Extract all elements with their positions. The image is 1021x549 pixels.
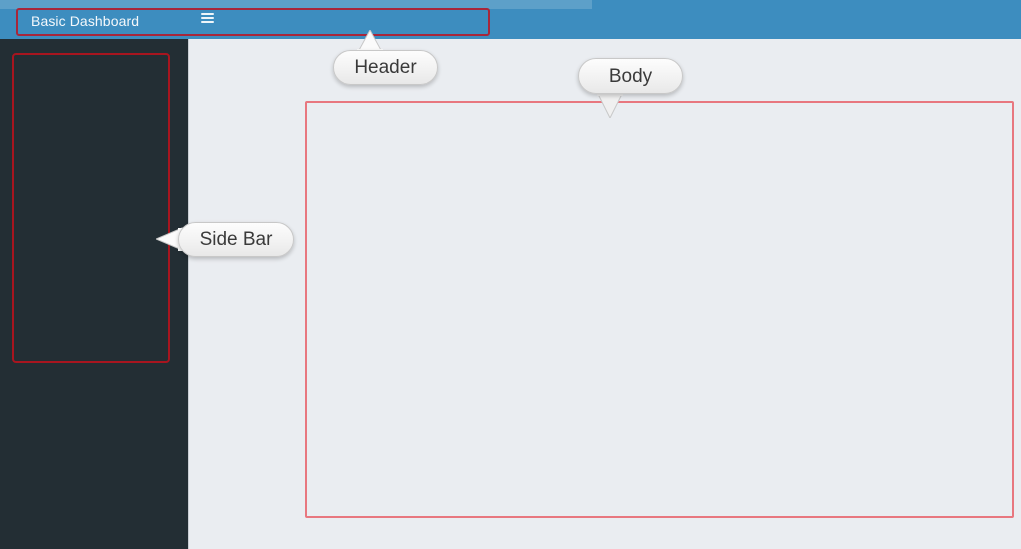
sidebar-divider	[188, 39, 189, 549]
sidebar[interactable]	[0, 39, 188, 549]
callout-header-label: Header	[354, 57, 417, 78]
hamburger-menu-icon[interactable]	[198, 13, 216, 29]
body-content-area[interactable]	[189, 39, 1021, 549]
callout-sidebar: Side Bar	[178, 222, 294, 257]
callout-body-label: Body	[608, 65, 653, 87]
brand-title: Basic Dashboard	[31, 13, 140, 29]
hamburger-bar-3	[200, 21, 214, 23]
body-region-outline	[305, 101, 1014, 518]
header-region-outline	[16, 8, 490, 36]
callout-body: Body	[578, 58, 683, 94]
sidebar-region-outline	[12, 53, 170, 363]
hamburger-bar-1	[200, 13, 214, 15]
hamburger-bar-2	[200, 17, 214, 19]
callout-sidebar-label: Side Bar	[199, 229, 273, 250]
callout-header: Header	[333, 50, 438, 85]
